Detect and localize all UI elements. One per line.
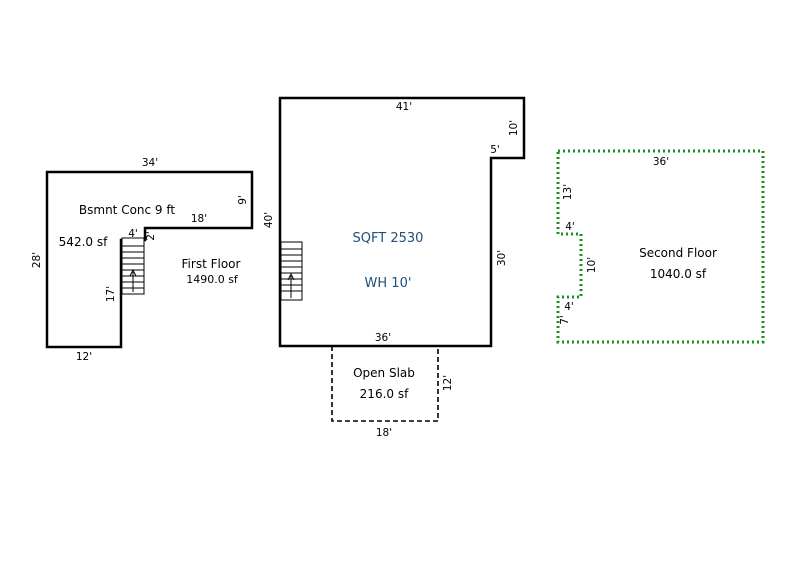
open-slab-outline [331, 346, 439, 422]
second-floor-dim-left-lower: 7' [559, 315, 571, 325]
main-building-stair [280, 241, 303, 301]
main-dim-top: 41' [396, 101, 412, 113]
open-slab-dim-bottom: 18' [376, 427, 392, 439]
first-floor-label: First Floor [182, 257, 241, 271]
second-floor-outline [556, 149, 765, 344]
second-floor-area: 1040.0 sf [650, 267, 707, 281]
basement-area: 542.0 sf [59, 235, 108, 249]
main-dim-right: 30' [496, 250, 508, 266]
second-floor-dim-left-upper: 13' [562, 184, 574, 200]
open-slab-label: Open Slab [353, 366, 415, 380]
first-floor-outline [45, 170, 254, 349]
basement-label: Bsmnt Conc 9 ft [79, 203, 176, 217]
main-sqft-label: SQFT 2530 [353, 231, 424, 246]
first-floor-dim-step: 18' [191, 213, 207, 225]
second-floor-dim-notch-top: 4' [565, 221, 575, 233]
first-floor-area: 1490.0 sf [186, 273, 239, 286]
first-floor-dim-right: 9' [237, 195, 249, 205]
second-floor-dim-top: 36' [653, 156, 669, 168]
second-floor-label: Second Floor [639, 246, 717, 260]
first-floor-dim-inner: 17' [105, 286, 117, 302]
first-floor-dim-small-top: 4' [128, 228, 138, 240]
main-dim-left: 40' [263, 212, 275, 228]
main-dim-bottom: 36' [375, 332, 391, 344]
first-floor-dim-small-side: 2' [145, 231, 157, 241]
main-dim-notch-v: 10' [508, 120, 520, 136]
main-wall-height-label: WH 10' [365, 276, 412, 291]
main-building-outline [278, 96, 526, 348]
open-slab-area: 216.0 sf [360, 387, 409, 401]
first-floor-dim-top: 34' [142, 157, 158, 169]
main-dim-notch-h: 5' [490, 144, 500, 156]
second-floor-dim-notch-bottom: 4' [564, 301, 574, 313]
first-floor-stair [121, 237, 145, 295]
open-slab-dim-right: 12' [442, 375, 454, 391]
second-floor-dim-notch-side: 10' [586, 257, 598, 273]
first-floor-dim-left: 28' [31, 252, 43, 268]
first-floor-dim-bottom: 12' [76, 351, 92, 363]
